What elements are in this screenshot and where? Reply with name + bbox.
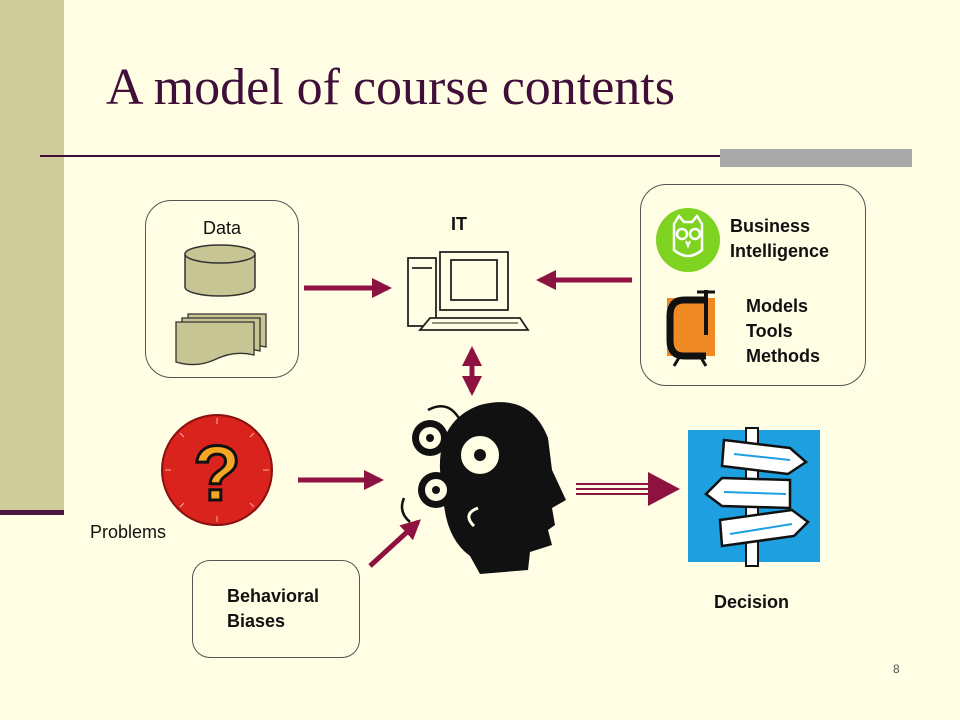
signpost-icon: [688, 427, 820, 567]
bi-label: Business Intelligence: [730, 214, 829, 264]
title-rule: [40, 155, 910, 157]
sidebar-band-rule: [0, 510, 64, 515]
sidebar-band: [0, 0, 64, 510]
methods-label: Methods: [746, 346, 820, 366]
biases-label-line1: Behavioral: [227, 586, 320, 606]
biases-box: [192, 560, 360, 658]
documents-icon: [175, 313, 267, 366]
head-gears-icon: [400, 402, 566, 574]
data-label: Data: [203, 218, 242, 238]
problems-label: Problems: [90, 522, 167, 542]
models-label: Models: [746, 296, 809, 316]
title-rule-accent: [720, 149, 912, 167]
clamp-icon: [666, 290, 715, 367]
models-tools-label: Models Tools Methods: [746, 294, 820, 369]
page-title: A model of course contents: [106, 59, 675, 116]
computer-icon: [407, 251, 530, 331]
arrow-head-to-decision: [576, 472, 680, 506]
biases-label-line2: Biases: [227, 611, 286, 631]
arrow-biases-to-head: [368, 519, 421, 568]
tools-label: Tools: [746, 321, 793, 341]
bi-label-line2: Intelligence: [730, 241, 830, 261]
biases-label: Behavioral Biases: [227, 584, 319, 634]
decision-label: Decision: [714, 592, 790, 612]
it-label: IT: [451, 214, 467, 234]
bi-label-line1: Business: [730, 216, 811, 236]
question-icon: ?: [161, 414, 273, 526]
page-number: 8: [893, 662, 900, 676]
database-icon: [184, 244, 256, 297]
owl-icon: [656, 208, 720, 272]
svg-text:?: ?: [193, 429, 241, 517]
